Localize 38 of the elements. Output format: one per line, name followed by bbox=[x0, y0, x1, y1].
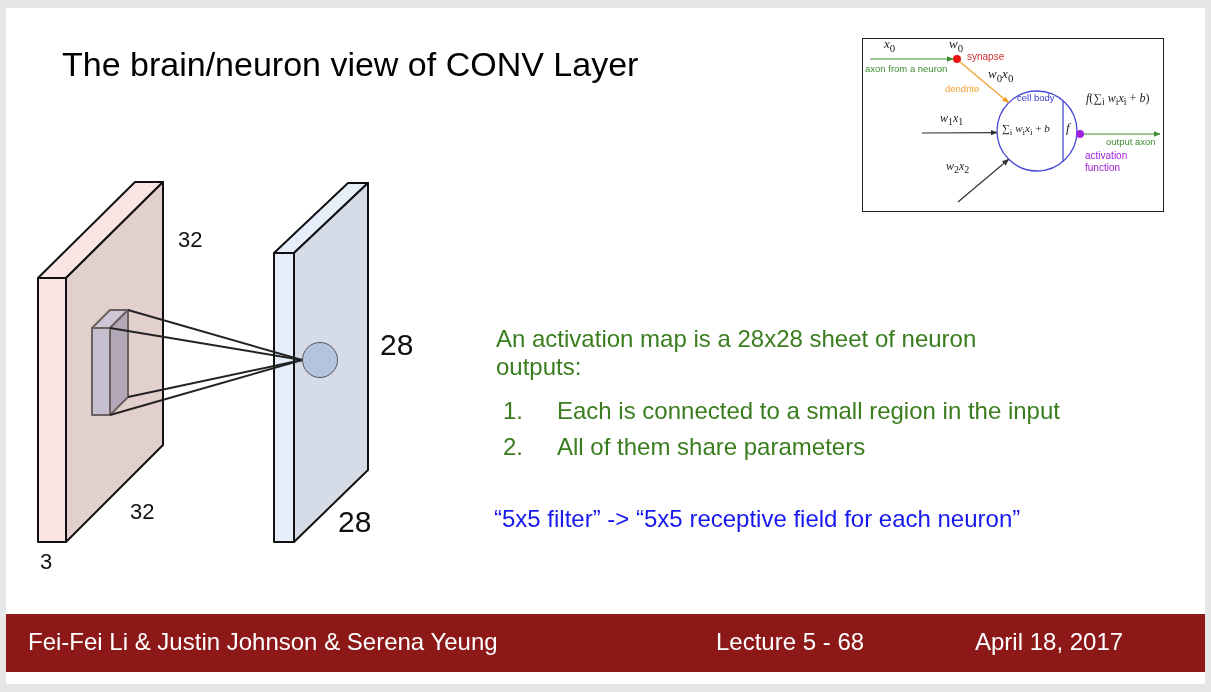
output-axon-arrow bbox=[1083, 131, 1161, 137]
filter-prism-drawing bbox=[953, 55, 961, 63]
footer-text: April 18, 2017 bbox=[975, 628, 1124, 656]
list-item: Each is connected to a small region in the input bbox=[557, 397, 1060, 425]
list-number: 1. bbox=[503, 397, 523, 425]
title: The brain/neuron view of CONV Layer bbox=[62, 45, 639, 85]
input-arrow bbox=[957, 158, 1010, 203]
dendrite-arrow bbox=[959, 61, 1010, 104]
math-label: f(∑$_{i}$ w$_{i}$x$_{i}$ + b) bbox=[1086, 92, 1150, 108]
math-label: x$_{0}$ bbox=[884, 37, 896, 55]
footer-text: Fei-Fei Li & Justin Johnson & Serena Yeung bbox=[28, 628, 498, 656]
sum-formula: ∑$_{i}$ w$_{i}$x$_{i}$ + b bbox=[1002, 122, 1050, 138]
dimension-label: 28 bbox=[380, 328, 414, 363]
note-text: “5x5 filter” -> “5x5 receptive field for each neuron” bbox=[494, 505, 1021, 533]
dimension-label: 32 bbox=[178, 227, 203, 253]
axon-arrow bbox=[869, 56, 954, 62]
edge-label: output axon bbox=[1106, 137, 1156, 148]
connection-line bbox=[109, 359, 303, 416]
synapse-label: synapse bbox=[967, 51, 1005, 63]
list-number: 2. bbox=[503, 433, 523, 461]
footer-text: Lecture 5 - 68 bbox=[716, 628, 865, 656]
math-label: w$_{0}$ bbox=[949, 37, 964, 55]
dimension-label: 3 bbox=[40, 549, 53, 575]
cell-body-label: cell body bbox=[1017, 93, 1055, 104]
dimension-label: 32 bbox=[130, 499, 155, 525]
function-symbol: f bbox=[1066, 121, 1070, 136]
list-item: All of them share parameters bbox=[557, 433, 866, 461]
input-arrow bbox=[921, 129, 998, 136]
edge-label: dendrite bbox=[945, 84, 980, 95]
activation-function-label: activation function bbox=[1085, 150, 1129, 173]
edge-label: axon from a neuron bbox=[865, 64, 948, 75]
activation-map-drawing bbox=[997, 91, 1077, 171]
description-text: An activation map is a 28x28 sheet of neuron outputs: bbox=[496, 325, 978, 381]
neuron-circle bbox=[1076, 130, 1084, 138]
connection-line bbox=[109, 326, 303, 361]
dimension-label: 28 bbox=[338, 505, 372, 540]
math-label: w$_{0}$x$_{0}$ bbox=[988, 67, 1014, 85]
connection-line bbox=[127, 309, 303, 361]
